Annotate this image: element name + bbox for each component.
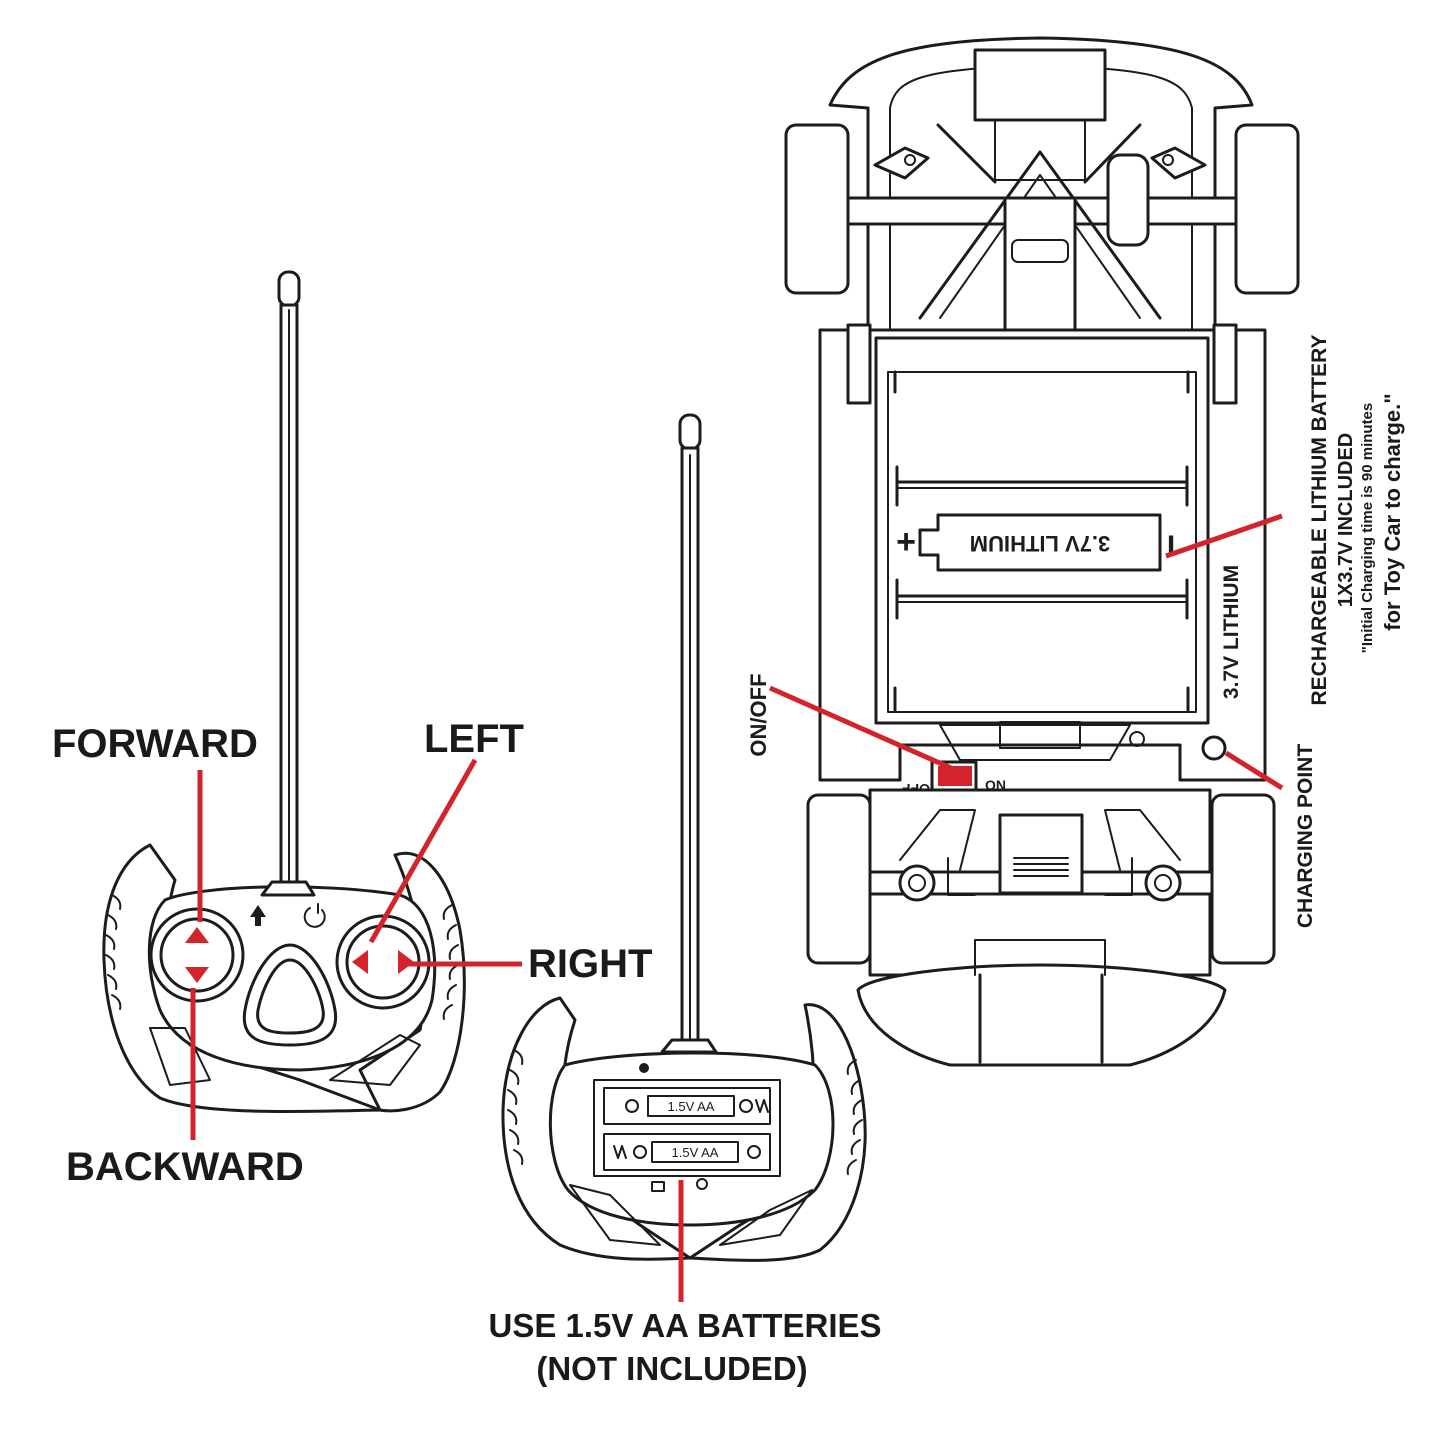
not-included-label: (NOT INCLUDED) [536, 1350, 807, 1387]
callout-lines [190, 513, 1284, 1302]
remote-front-handle-detail [149, 1027, 211, 1086]
remote-back-handle-detail [719, 1189, 813, 1246]
left-right-pad[interactable] [335, 914, 431, 1010]
lithium-battery-compartment: 3.7V LITHIUM + I [874, 336, 1210, 725]
aa-cell-1-label: 1.5V AA [668, 1099, 715, 1114]
car-chassis: 3.7V LITHIUM + I 3.7V LITHIUM ON OFF [784, 36, 1300, 1067]
included-label: 1X3.7V INCLUDED [1335, 433, 1357, 608]
screw-hole [639, 1063, 649, 1073]
right-label: RIGHT [528, 942, 652, 986]
down-arrow-icon[interactable] [185, 967, 209, 983]
drive-motor [998, 813, 1084, 895]
remote-back-grip-right [846, 1059, 863, 1175]
remote-led [696, 1178, 708, 1190]
left-label: LEFT [424, 717, 524, 761]
use-batteries-label: USE 1.5V AA BATTERIES [488, 1307, 881, 1344]
front-left-wheel [784, 123, 850, 295]
remote-back-antenna [678, 413, 702, 1048]
charging-time-note-2: for Toy Car to charge." [1380, 393, 1405, 630]
remote-front-grip-left [105, 894, 122, 1010]
remote-back-body [548, 1051, 835, 1227]
rechargeable-battery-label: RECHARGEABLE LITHIUM BATTERY [1308, 335, 1331, 706]
forward-label: FORWARD [52, 722, 258, 766]
rear-left-wheel [806, 793, 872, 965]
battery-cell-label: 3.7V LITHIUM [970, 531, 1111, 556]
charging-time-note: "Initial Charging time is 90 minutes [1359, 403, 1376, 654]
battery-minus-sign: I [1167, 530, 1175, 563]
steering-linkage [918, 150, 1162, 320]
front-right-wheel [1234, 123, 1300, 295]
steering-motor [973, 48, 1107, 122]
chassis-rear-bumper [856, 963, 1227, 1067]
turbo-button[interactable] [242, 943, 338, 1047]
left-arrow-icon[interactable] [352, 950, 368, 974]
aa-cell-2-label: 1.5V AA [672, 1145, 719, 1160]
lithium-battery-cell: 3.7V LITHIUM + I [896, 513, 1175, 572]
remote-back-handle-detail [569, 1184, 661, 1246]
charging-port[interactable] [1201, 735, 1227, 761]
rear-right-wheel [1210, 793, 1276, 965]
turbo-icon [250, 905, 266, 926]
forward-backward-pad[interactable] [149, 907, 245, 1003]
aa-battery-compartment: 1.5V AA 1.5V AA [593, 1079, 781, 1177]
backward-label: BACKWARD [66, 1145, 304, 1189]
charging-point-label: CHARGING POINT [1294, 744, 1317, 929]
side-lithium-label: 3.7V LITHIUM [1220, 565, 1243, 699]
remote-front-antenna [277, 270, 301, 887]
antenna-collar [660, 1038, 718, 1054]
remote-back: 1.5V AA 1.5V AA [501, 413, 867, 1262]
remote-switch[interactable] [651, 1181, 665, 1192]
power-icon [303, 903, 326, 928]
chassis-front-bumper [828, 36, 1254, 337]
remote-front [102, 270, 466, 1114]
battery-plus-sign: + [896, 523, 916, 561]
remote-back-grip-left [507, 1049, 524, 1165]
remote-front-handle-detail [329, 1034, 421, 1086]
on-off-label: ON/OFF [746, 673, 771, 756]
antenna-collar [260, 880, 316, 897]
up-arrow-icon[interactable] [185, 927, 209, 943]
